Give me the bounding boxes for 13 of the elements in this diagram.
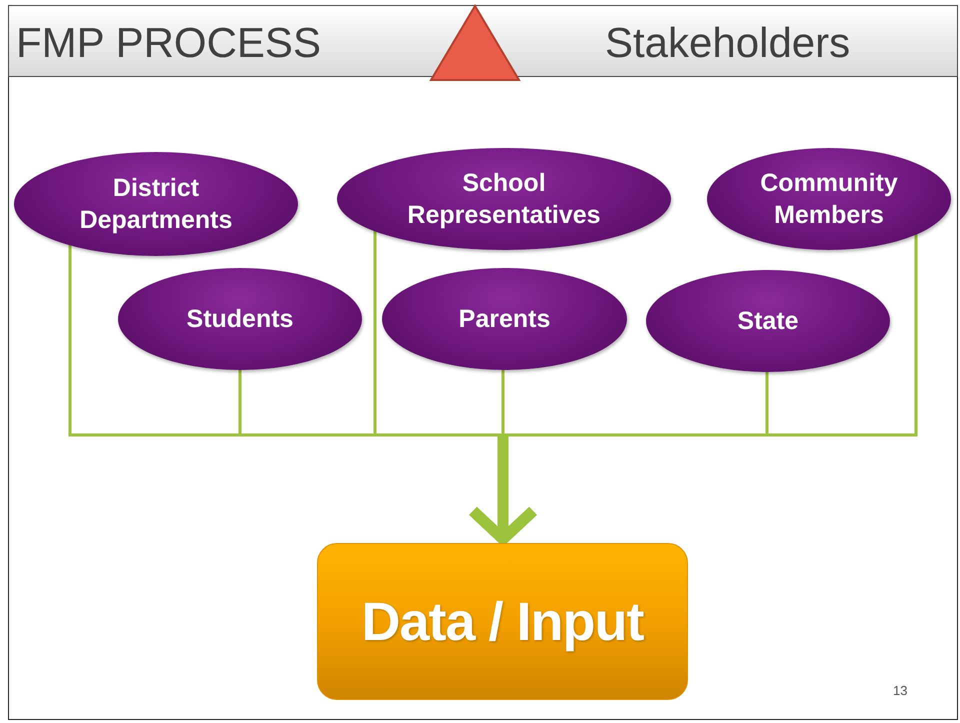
ellipse-label: District Departments <box>78 172 234 236</box>
slide-title: FMP PROCESS <box>16 22 321 64</box>
ellipse-label: Community Members <box>759 168 899 231</box>
ellipse-label: State <box>737 306 799 337</box>
page-number: 13 <box>893 683 908 698</box>
ellipse-label: Students <box>186 304 294 335</box>
box-label: Data / Input <box>362 590 644 652</box>
process-box <box>317 543 688 700</box>
trunk-line <box>498 435 508 530</box>
ellipse-label: School Representatives <box>406 168 602 231</box>
slide-subtitle: Stakeholders <box>605 22 850 64</box>
connector-arrow <box>468 370 768 544</box>
ellipse-label: Parents <box>458 304 550 335</box>
